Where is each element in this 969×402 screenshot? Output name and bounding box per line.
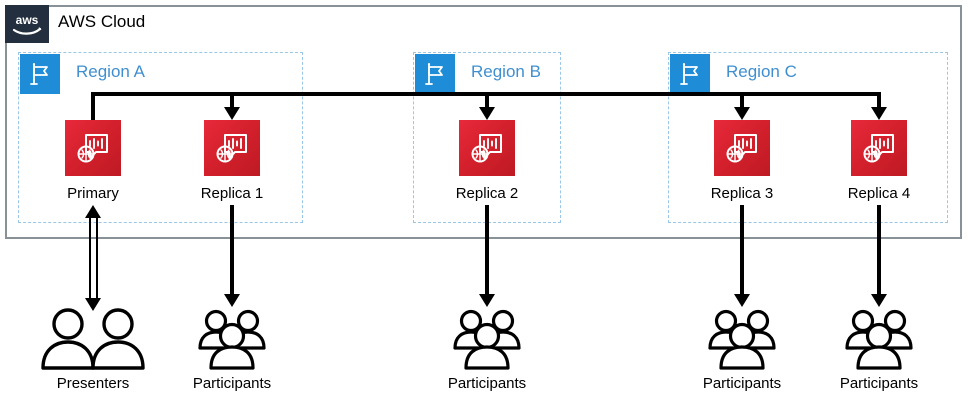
ivs-service-icon — [204, 120, 260, 176]
connector-to-replica-2 — [485, 92, 489, 108]
region-label-c: Region C — [726, 62, 797, 81]
arrow-to-participants-4 — [871, 294, 887, 307]
arrow-to-participants-3 — [734, 294, 750, 307]
aws-cloud-label: AWS Cloud — [58, 12, 146, 31]
svg-text:aws: aws — [16, 13, 39, 27]
connector-replica-4-participants — [877, 205, 881, 295]
node-label-replica-2: Replica 2 — [455, 185, 519, 202]
arrow-up-to-primary — [85, 205, 101, 218]
region-flag-icon — [20, 54, 60, 94]
arrow-to-participants-1 — [224, 294, 240, 307]
arrow-down-to-presenters — [85, 298, 101, 311]
three-people-icon — [197, 308, 267, 370]
audience-label-participants-1: Participants — [192, 375, 272, 392]
two-people-icon — [33, 308, 153, 370]
ivs-service-icon — [851, 120, 907, 176]
connector-replica-1-participants — [230, 205, 234, 295]
region-box-c — [668, 52, 948, 223]
connector-to-replica-1 — [230, 92, 234, 108]
connector-to-replica-4 — [877, 92, 881, 108]
region-box-a — [18, 52, 303, 223]
node-label-replica-3: Replica 3 — [710, 185, 774, 202]
ivs-service-icon — [459, 120, 515, 176]
aws-logo-icon: aws — [5, 5, 49, 43]
three-people-icon — [452, 308, 522, 370]
arrow-to-replica-2 — [479, 107, 495, 120]
audience-label-participants-4: Participants — [839, 375, 919, 392]
aws-cloud-container — [5, 5, 962, 239]
region-flag-icon — [415, 54, 455, 94]
region-flag-icon — [670, 54, 710, 94]
audience-label-participants-2: Participants — [447, 375, 527, 392]
connector-primary-riser — [91, 92, 95, 120]
connector-to-replica-3 — [740, 92, 744, 108]
connector-presenters-primary — [88, 216, 98, 301]
ivs-service-icon — [714, 120, 770, 176]
region-label-b: Region B — [471, 62, 541, 81]
audience-label-presenters: Presenters — [56, 375, 130, 392]
region-label-a: Region A — [76, 62, 145, 81]
three-people-icon — [707, 308, 777, 370]
arrow-to-replica-3 — [734, 107, 750, 120]
ivs-service-icon — [65, 120, 121, 176]
arrow-to-participants-2 — [479, 294, 495, 307]
node-label-replica-4: Replica 4 — [847, 185, 911, 202]
connector-replica-3-participants — [740, 205, 744, 295]
connector-replica-2-participants — [485, 205, 489, 295]
node-label-replica-1: Replica 1 — [200, 185, 264, 202]
node-label-primary: Primary — [67, 185, 119, 202]
arrow-to-replica-4 — [871, 107, 887, 120]
three-people-icon — [844, 308, 914, 370]
arrow-to-replica-1 — [224, 107, 240, 120]
audience-label-participants-3: Participants — [702, 375, 782, 392]
